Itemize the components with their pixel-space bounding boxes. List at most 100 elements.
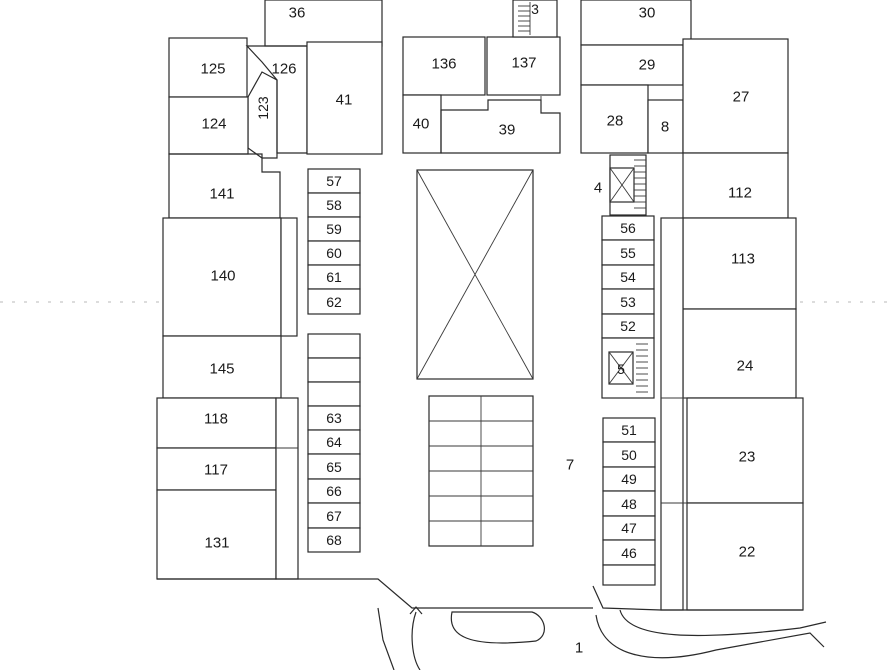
unit-label-29: 29 xyxy=(639,57,656,74)
unit-label-28: 28 xyxy=(607,113,624,130)
stall-label-66: 66 xyxy=(326,483,342,499)
stall-label-56: 56 xyxy=(620,220,636,236)
stall-50[interactable] xyxy=(602,441,656,468)
unit-136[interactable] xyxy=(402,36,486,96)
arrow-icon xyxy=(409,606,423,615)
stall-51[interactable] xyxy=(602,417,656,443)
unit-29[interactable] xyxy=(580,44,684,86)
stall-label-67: 67 xyxy=(326,508,342,524)
stalls-left-top: 57 58 59 60 61 62 xyxy=(307,168,361,315)
stall-blank[interactable] xyxy=(602,564,656,586)
stall-61[interactable] xyxy=(307,264,361,290)
stall-label-47: 47 xyxy=(621,520,637,536)
stall-46[interactable] xyxy=(602,539,656,566)
stall-label-50: 50 xyxy=(621,447,637,463)
stalls-right-top: 56 55 54 53 52 xyxy=(601,215,655,339)
stall-label-58: 58 xyxy=(326,197,342,213)
unit-23[interactable] xyxy=(686,397,804,504)
boundary-bottom-right xyxy=(592,585,803,611)
stall-59[interactable] xyxy=(307,216,361,242)
unit-30[interactable] xyxy=(580,0,692,46)
unit-label-30: 30 xyxy=(639,5,656,22)
unit-137[interactable] xyxy=(486,36,561,96)
unit-28[interactable] xyxy=(580,84,649,154)
unit-117[interactable] xyxy=(156,447,277,491)
stalls-right-bottom: 51 50 49 48 47 46 xyxy=(602,417,656,586)
unit-label-23: 23 xyxy=(739,449,756,466)
unit-118[interactable] xyxy=(156,397,277,449)
unit-27[interactable] xyxy=(682,38,789,154)
unit-40[interactable] xyxy=(402,94,442,154)
stair-label-5: 5 xyxy=(617,361,625,377)
unit-label-125: 125 xyxy=(200,61,225,78)
stall-53[interactable] xyxy=(601,288,655,315)
stall-label-49: 49 xyxy=(621,471,637,487)
unit-label-41: 41 xyxy=(336,92,353,109)
unit-label-118: 118 xyxy=(204,411,228,428)
entrance-ramp xyxy=(377,606,827,670)
unit-label-124: 124 xyxy=(201,116,226,133)
unit-140-annex[interactable] xyxy=(280,217,298,337)
boundary-bottom-left xyxy=(157,578,593,609)
unit-label-27: 27 xyxy=(733,89,750,106)
stall-66[interactable] xyxy=(307,478,361,504)
stall-label-53: 53 xyxy=(620,294,636,310)
unit-label-40: 40 xyxy=(413,116,430,133)
stall-blank[interactable] xyxy=(307,357,361,383)
unit-39[interactable] xyxy=(440,99,561,154)
unit-24[interactable] xyxy=(682,308,797,399)
stall-label-62: 62 xyxy=(326,294,342,310)
unit-label-117: 117 xyxy=(204,462,228,479)
stall-label-64: 64 xyxy=(326,434,342,450)
unit-36[interactable] xyxy=(264,0,383,47)
unit-113[interactable] xyxy=(682,217,797,310)
stall-65[interactable] xyxy=(307,453,361,480)
stall-47[interactable] xyxy=(602,515,656,541)
unit-label-3: 3 xyxy=(531,1,539,17)
unit-label-140: 140 xyxy=(210,268,235,285)
unit-41[interactable] xyxy=(306,41,383,155)
unit-label-123: 123 xyxy=(255,96,271,120)
unit-side-strip-right[interactable] xyxy=(660,217,684,611)
stall-68[interactable] xyxy=(307,527,361,553)
unit-125[interactable] xyxy=(168,37,248,98)
stall-blank[interactable] xyxy=(307,333,361,359)
unit-label-8: 8 xyxy=(661,119,669,136)
stall-64[interactable] xyxy=(307,429,361,455)
unit-131[interactable] xyxy=(156,489,277,580)
unit-label-24: 24 xyxy=(737,358,754,375)
stall-48[interactable] xyxy=(602,490,656,517)
unit-label-141: 141 xyxy=(209,186,234,203)
stalls-left-blank xyxy=(307,333,361,407)
stair-label-4: 4 xyxy=(594,180,602,197)
unit-label-39: 39 xyxy=(499,122,516,139)
stall-blank[interactable] xyxy=(307,381,361,407)
stalls-left-bottom: 63 64 65 66 67 68 xyxy=(307,405,361,553)
area-label-1: 1 xyxy=(575,640,583,657)
stair-3-steps xyxy=(518,2,531,35)
stall-label-65: 65 xyxy=(326,459,342,475)
unit-label-131: 131 xyxy=(204,535,229,552)
stall-54[interactable] xyxy=(601,264,655,290)
stall-label-46: 46 xyxy=(621,545,637,561)
stall-58[interactable] xyxy=(307,192,361,218)
stall-label-68: 68 xyxy=(326,532,342,548)
unit-112[interactable] xyxy=(682,152,789,219)
stall-label-59: 59 xyxy=(326,221,342,237)
stall-label-48: 48 xyxy=(621,496,637,512)
stall-label-51: 51 xyxy=(621,422,637,438)
stall-62[interactable] xyxy=(307,288,361,315)
stall-57[interactable] xyxy=(307,168,361,194)
unit-label-145: 145 xyxy=(209,361,234,378)
unit-140[interactable] xyxy=(162,217,282,337)
unit-side-strip-left[interactable] xyxy=(275,397,299,580)
unit-label-36: 36 xyxy=(289,5,306,22)
stall-label-61: 61 xyxy=(326,269,342,285)
stall-label-55: 55 xyxy=(620,245,636,261)
unit-label-22: 22 xyxy=(739,544,756,561)
stall-49[interactable] xyxy=(602,466,656,492)
stall-52[interactable] xyxy=(601,313,655,339)
stall-label-52: 52 xyxy=(620,318,636,334)
